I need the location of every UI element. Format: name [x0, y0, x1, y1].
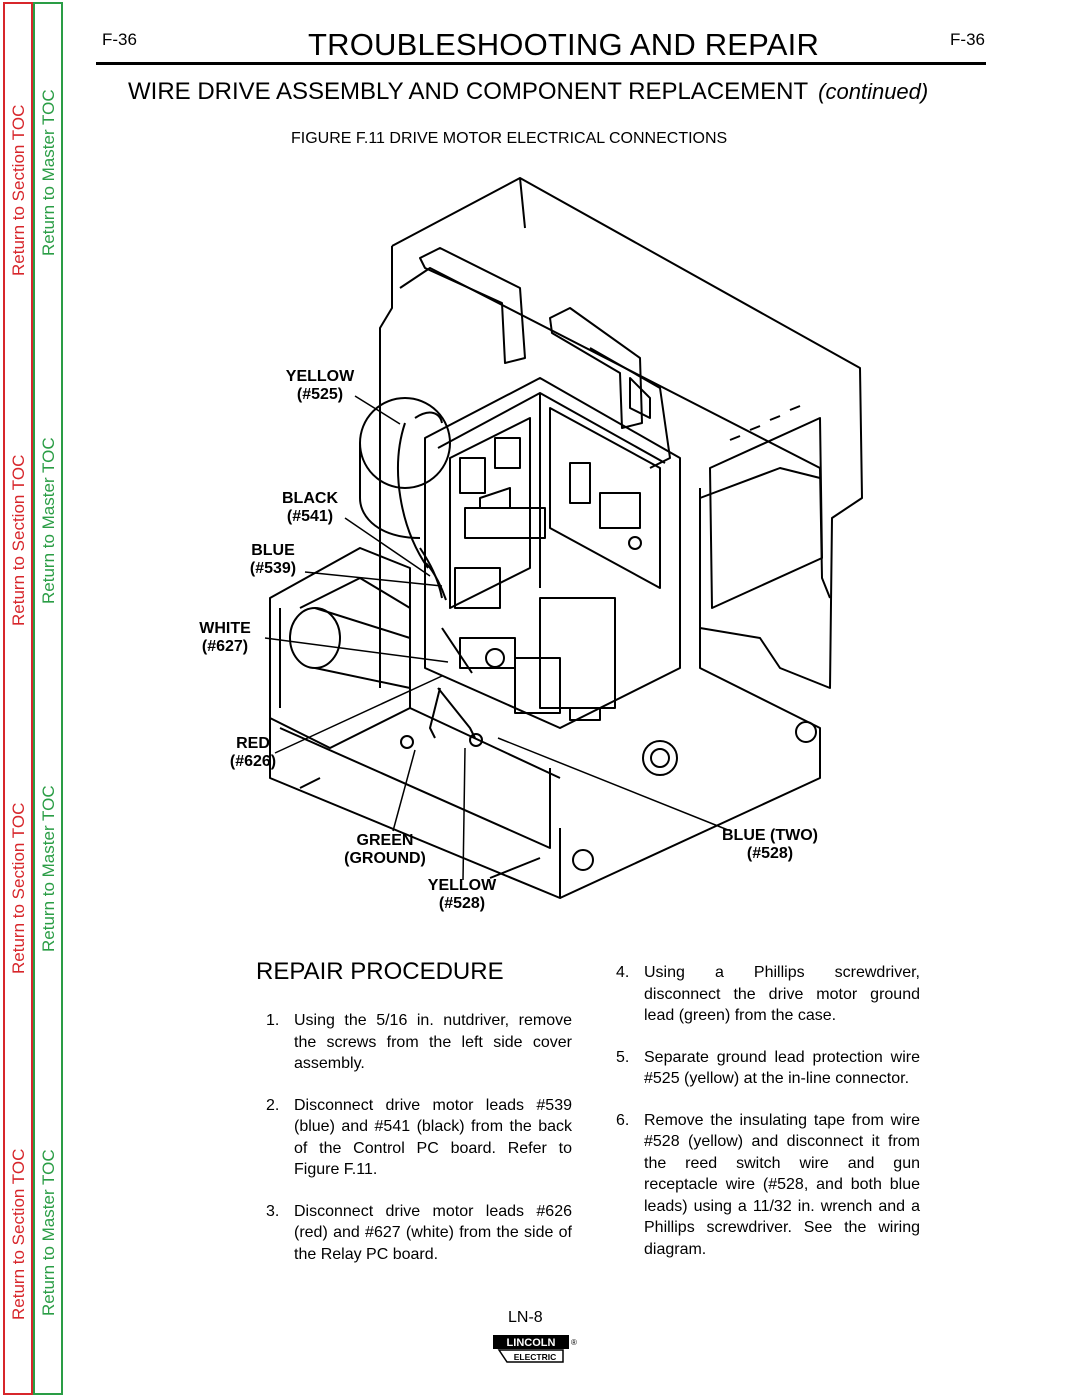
steps-left-column: 1. Using the 5/16 in. nutdriver, remove … [266, 1010, 572, 1285]
return-to-master-toc-link-2[interactable]: Return to Master TOC [39, 437, 58, 604]
machine-illustration [269, 177, 863, 899]
leader-blue-539 [304, 571, 443, 587]
callout-green-ground: GREEN (GROUND) [330, 832, 440, 868]
step-text: Remove the insulating tape from wire #52… [644, 1111, 920, 1258]
step-text: Separate ground lead protection wire #52… [644, 1048, 920, 1088]
callout-blue-539: BLUE (#539) [238, 542, 308, 578]
master-toc-column: Return to Master TOC Return to Master TO… [33, 2, 63, 1395]
return-to-section-toc-link-4[interactable]: Return to Section TOC [9, 1148, 28, 1320]
lincoln-electric-logo: LINCOLN ® ELECTRIC [493, 1335, 577, 1363]
figure-caption: FIGURE F.11 DRIVE MOTOR ELECTRICAL CONNE… [291, 130, 728, 147]
drive-motor-diagram: YELLOW (#525) BLACK (#541) BLUE (#539) W… [180, 168, 880, 938]
callout-green-ground-label: (GROUND) [344, 850, 426, 867]
callout-blue-two-color: BLUE (TWO) [722, 827, 818, 844]
callout-yellow-525-color: YELLOW [285, 368, 355, 385]
callout-white-627-number: (#627) [201, 638, 249, 655]
manual-code: LN-8 [508, 1309, 543, 1326]
step-text: Using the 5/16 in. nutdriver, remove the… [294, 1012, 572, 1072]
callout-black-541-number: (#541) [286, 508, 334, 525]
logo-registered-mark: ® [571, 1338, 577, 1347]
step-item: 1. Using the 5/16 in. nutdriver, remove … [266, 1010, 572, 1075]
step-item: 5. Separate ground lead protection wire … [616, 1047, 920, 1090]
return-to-master-toc-link-4[interactable]: Return to Master TOC [39, 1149, 58, 1316]
callout-red-626-number: (#626) [229, 753, 277, 770]
step-number: 4. [616, 964, 630, 981]
leader-white-627 [264, 637, 449, 663]
step-text: Disconnect drive motor leads #539 (blue)… [294, 1096, 572, 1179]
step-item: 2. Disconnect drive motor leads #539 (bl… [266, 1095, 572, 1181]
return-to-section-toc-link-2[interactable]: Return to Section TOC [9, 454, 28, 626]
callout-yellow-528-number: (#528) [438, 895, 486, 912]
steps-right-column: 4. Using a Phillips screwdriver, disconn… [616, 962, 920, 1280]
callout-black-541: BLACK (#541) [275, 490, 345, 526]
step-text: Using a Phillips screwdriver, disconnect… [644, 964, 920, 1024]
leader-green-ground [392, 749, 416, 832]
section-continued: (continued) [818, 79, 929, 104]
callout-yellow-528: YELLOW (#528) [417, 877, 507, 913]
callout-leaders [264, 395, 729, 881]
step-item: 6. Remove the insulating tape from wire … [616, 1110, 920, 1261]
return-to-master-toc-link-3[interactable]: Return to Master TOC [39, 785, 58, 952]
callout-blue-539-color: BLUE [251, 542, 295, 559]
callout-yellow-525: YELLOW (#525) [280, 368, 360, 404]
callout-red-626-color: RED [236, 735, 270, 752]
callout-white-627-color: WHITE [199, 620, 251, 637]
callout-blue-539-number: (#539) [249, 560, 297, 577]
step-number: 1. [266, 1012, 280, 1029]
leader-yellow-528 [462, 747, 466, 881]
callout-green-color: GREEN [356, 832, 414, 849]
section-title: WIRE DRIVE ASSEMBLY AND COMPONENT REPLAC… [128, 78, 928, 106]
callout-black-541-color: BLACK [282, 490, 338, 507]
callout-blue-two-number: (#528) [746, 845, 794, 862]
callout-white-627: WHITE (#627) [185, 620, 265, 656]
page-number-right: F-36 [950, 30, 985, 49]
logo-bottom-text: ELECTRIC [514, 1352, 557, 1362]
leader-red-626 [274, 675, 443, 754]
page-number-left: F-36 [102, 30, 137, 49]
page-title: TROUBLESHOOTING AND REPAIR [308, 27, 820, 62]
leader-black-541 [344, 517, 431, 577]
callout-yellow-525-number: (#525) [296, 386, 344, 403]
callout-blue-two-528: BLUE (TWO) (#528) [710, 827, 830, 863]
step-text: Disconnect drive motor leads #626 (red) … [294, 1202, 572, 1263]
leader-yellow-525 [354, 395, 401, 425]
return-to-master-toc-link-1[interactable]: Return to Master TOC [39, 89, 58, 256]
section-toc-column: Return to Section TOC Return to Section … [3, 2, 33, 1395]
header-rule [96, 62, 986, 65]
callout-red-626: RED (#626) [218, 735, 288, 771]
step-number: 6. [616, 1111, 630, 1129]
repair-procedure-title: REPAIR PROCEDURE [256, 958, 504, 985]
section-title-text: WIRE DRIVE ASSEMBLY AND COMPONENT REPLAC… [128, 78, 809, 105]
leader-blue-two-528 [497, 737, 729, 831]
step-number: 5. [616, 1048, 630, 1066]
step-number: 3. [266, 1202, 280, 1220]
return-to-section-toc-link-1[interactable]: Return to Section TOC [9, 104, 28, 276]
step-item: 3. Disconnect drive motor leads #626 (re… [266, 1201, 572, 1266]
callout-yellow-528-color: YELLOW [427, 877, 497, 894]
step-number: 2. [266, 1096, 280, 1114]
logo-top-text: LINCOLN [507, 1337, 556, 1349]
return-to-section-toc-link-3[interactable]: Return to Section TOC [9, 802, 28, 974]
step-item: 4. Using a Phillips screwdriver, disconn… [616, 962, 920, 1027]
